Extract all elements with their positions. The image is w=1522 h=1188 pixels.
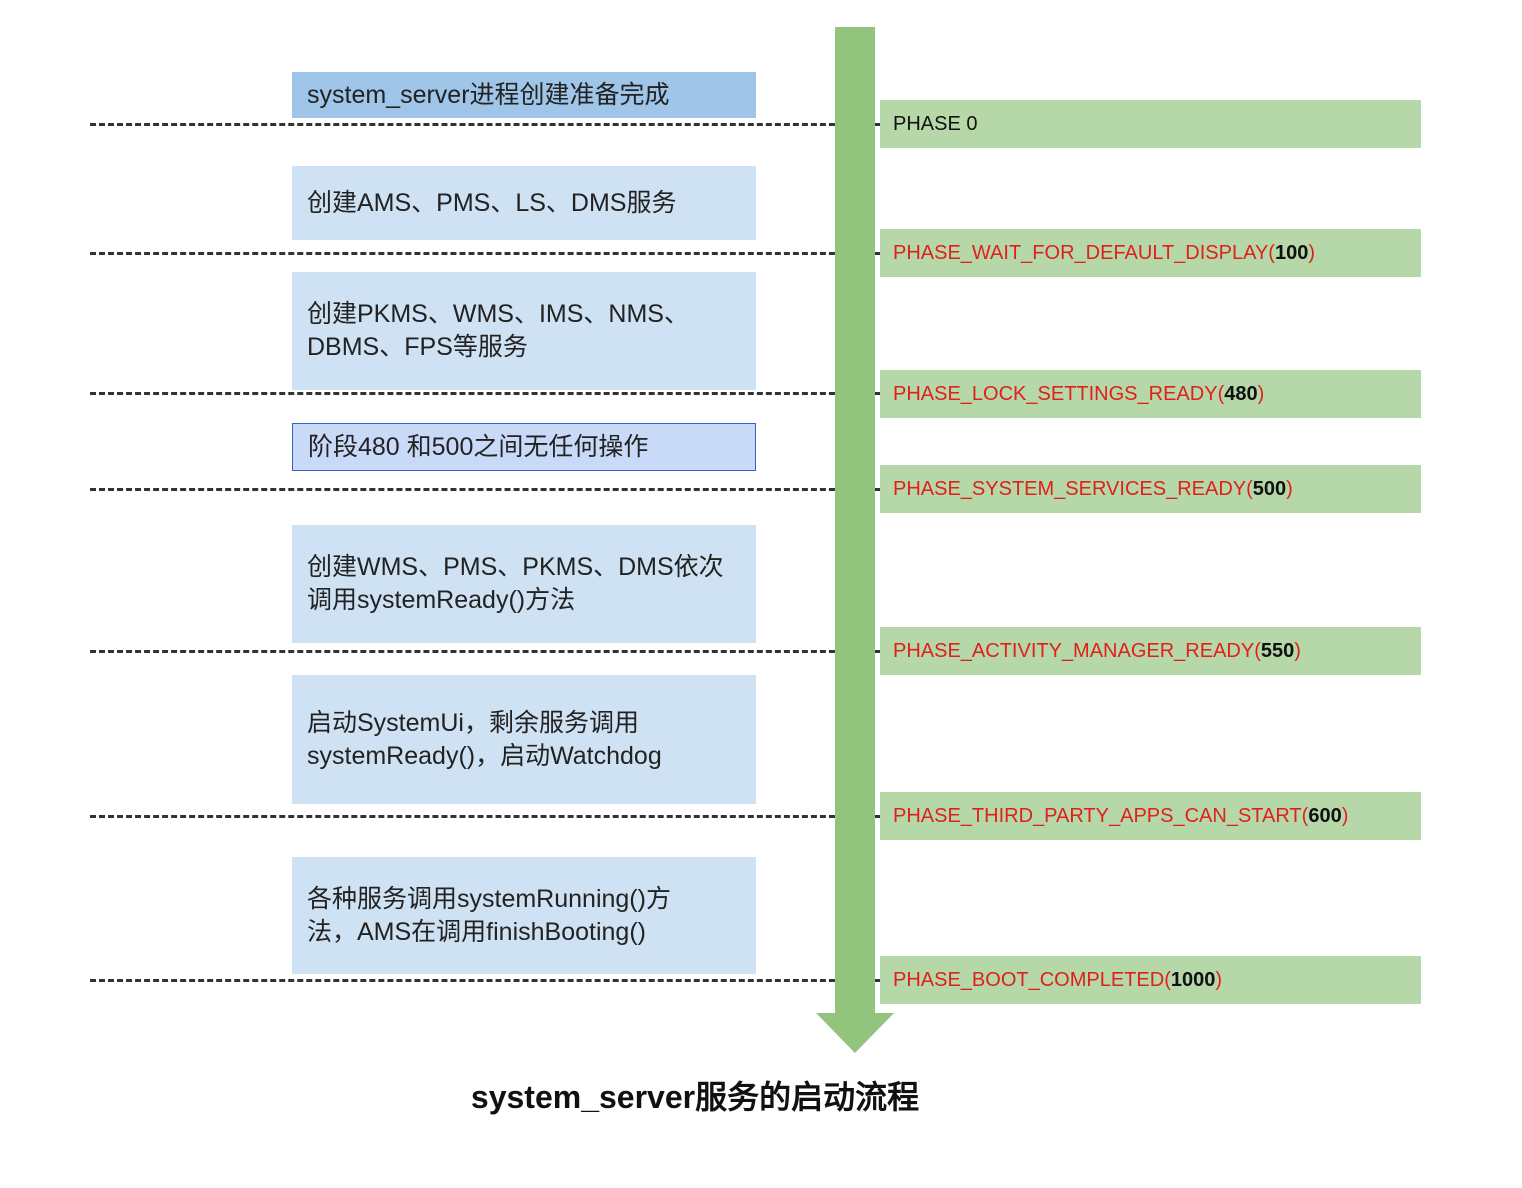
paren: ( — [1301, 804, 1309, 827]
step-box: 各种服务调用systemRunning()方法，AMS在调用finishBoot… — [292, 857, 756, 974]
step-box: 创建PKMS、WMS、IMS、NMS、 DBMS、FPS等服务 — [292, 272, 756, 390]
phase-divider — [90, 252, 880, 255]
paren: ( — [1254, 639, 1261, 662]
step-text: DBMS、FPS等服务 — [307, 333, 528, 361]
phase-value: 100 — [1274, 241, 1309, 264]
phase-divider — [90, 650, 880, 653]
paren: ( — [1246, 477, 1253, 500]
phase-box: PHASE_ACTIVITY_MANAGER_READY(550) — [880, 627, 1421, 675]
phase-value: 550 — [1260, 639, 1295, 662]
phase-box: PHASE_BOOT_COMPLETED(1000) — [880, 956, 1421, 1004]
step-text: 创建AMS、PMS、LS、DMS服务 — [307, 188, 677, 217]
timeline-arrow-shaft — [835, 27, 875, 1017]
phase-value: 600 — [1308, 804, 1342, 827]
step-box: 创建WMS、PMS、PKMS、DMS依次调用systemReady()方法 — [292, 525, 756, 643]
paren: ) — [1308, 241, 1316, 264]
step-text: 创建PKMS、WMS、IMS、NMS、 — [307, 300, 689, 328]
phase-box: PHASE_WAIT_FOR_DEFAULT_DISPLAY(100) — [880, 229, 1421, 277]
phase-box: PHASE 0 — [880, 100, 1421, 148]
phase-box: PHASE_THIRD_PARTY_APPS_CAN_START(600) — [880, 792, 1421, 840]
step-text: 创建WMS、PMS、PKMS、DMS依次 — [307, 553, 724, 581]
step-text: 启动SystemUi，剩余服务调用 — [307, 708, 639, 737]
phase-name: PHASE 0 — [893, 112, 978, 135]
phase-divider — [90, 392, 880, 395]
phase-divider — [90, 815, 880, 818]
paren: ) — [1294, 639, 1301, 662]
step-box: 创建AMS、PMS、LS、DMS服务 — [292, 166, 756, 240]
phase-divider — [90, 123, 880, 126]
phase-name: PHASE_ACTIVITY_MANAGER_READY — [893, 639, 1255, 662]
step-text: systemReady()，启动Watchdog — [307, 741, 662, 770]
paren: ) — [1215, 968, 1223, 991]
timeline-arrow-head-icon — [816, 1013, 894, 1053]
diagram-title: system_server服务的启动流程 — [470, 1079, 920, 1115]
phase-name: PHASE_WAIT_FOR_DEFAULT_DISPLAY — [893, 241, 1269, 264]
step-box: 阶段480 和500之间无任何操作 — [292, 423, 756, 471]
paren: ( — [1268, 241, 1275, 264]
step-text: 阶段480 和500之间无任何操作 — [308, 432, 649, 461]
phase-value: 1000 — [1170, 968, 1216, 991]
paren: ) — [1341, 804, 1349, 827]
paren: ) — [1286, 477, 1293, 500]
phase-box: PHASE_LOCK_SETTINGS_READY(480) — [880, 370, 1421, 418]
phase-divider — [90, 979, 880, 982]
step-text: 调用systemReady()方法 — [307, 586, 576, 614]
phase-box: PHASE_SYSTEM_SERVICES_READY(500) — [880, 465, 1421, 513]
step-box: system_server进程创建准备完成 — [292, 72, 756, 118]
phase-value: 500 — [1252, 477, 1287, 500]
step-box: 启动SystemUi，剩余服务调用 systemReady()，启动Watchdo… — [292, 675, 756, 804]
phase-name: PHASE_SYSTEM_SERVICES_READY — [893, 477, 1247, 500]
step-text: system_server进程创建准备完成 — [307, 80, 670, 109]
paren: ( — [1217, 382, 1225, 405]
phase-value: 480 — [1224, 382, 1258, 405]
phase-name: PHASE_LOCK_SETTINGS_READY — [893, 382, 1218, 405]
phase-name: PHASE_BOOT_COMPLETED — [893, 968, 1165, 991]
paren: ( — [1164, 968, 1171, 991]
step-text: 各种服务调用systemRunning()方 — [307, 884, 671, 913]
step-text: 法，AMS在调用finishBooting() — [307, 917, 646, 946]
paren: ) — [1257, 382, 1265, 405]
phase-divider — [90, 488, 880, 491]
phase-name: PHASE_THIRD_PARTY_APPS_CAN_START — [893, 804, 1302, 827]
